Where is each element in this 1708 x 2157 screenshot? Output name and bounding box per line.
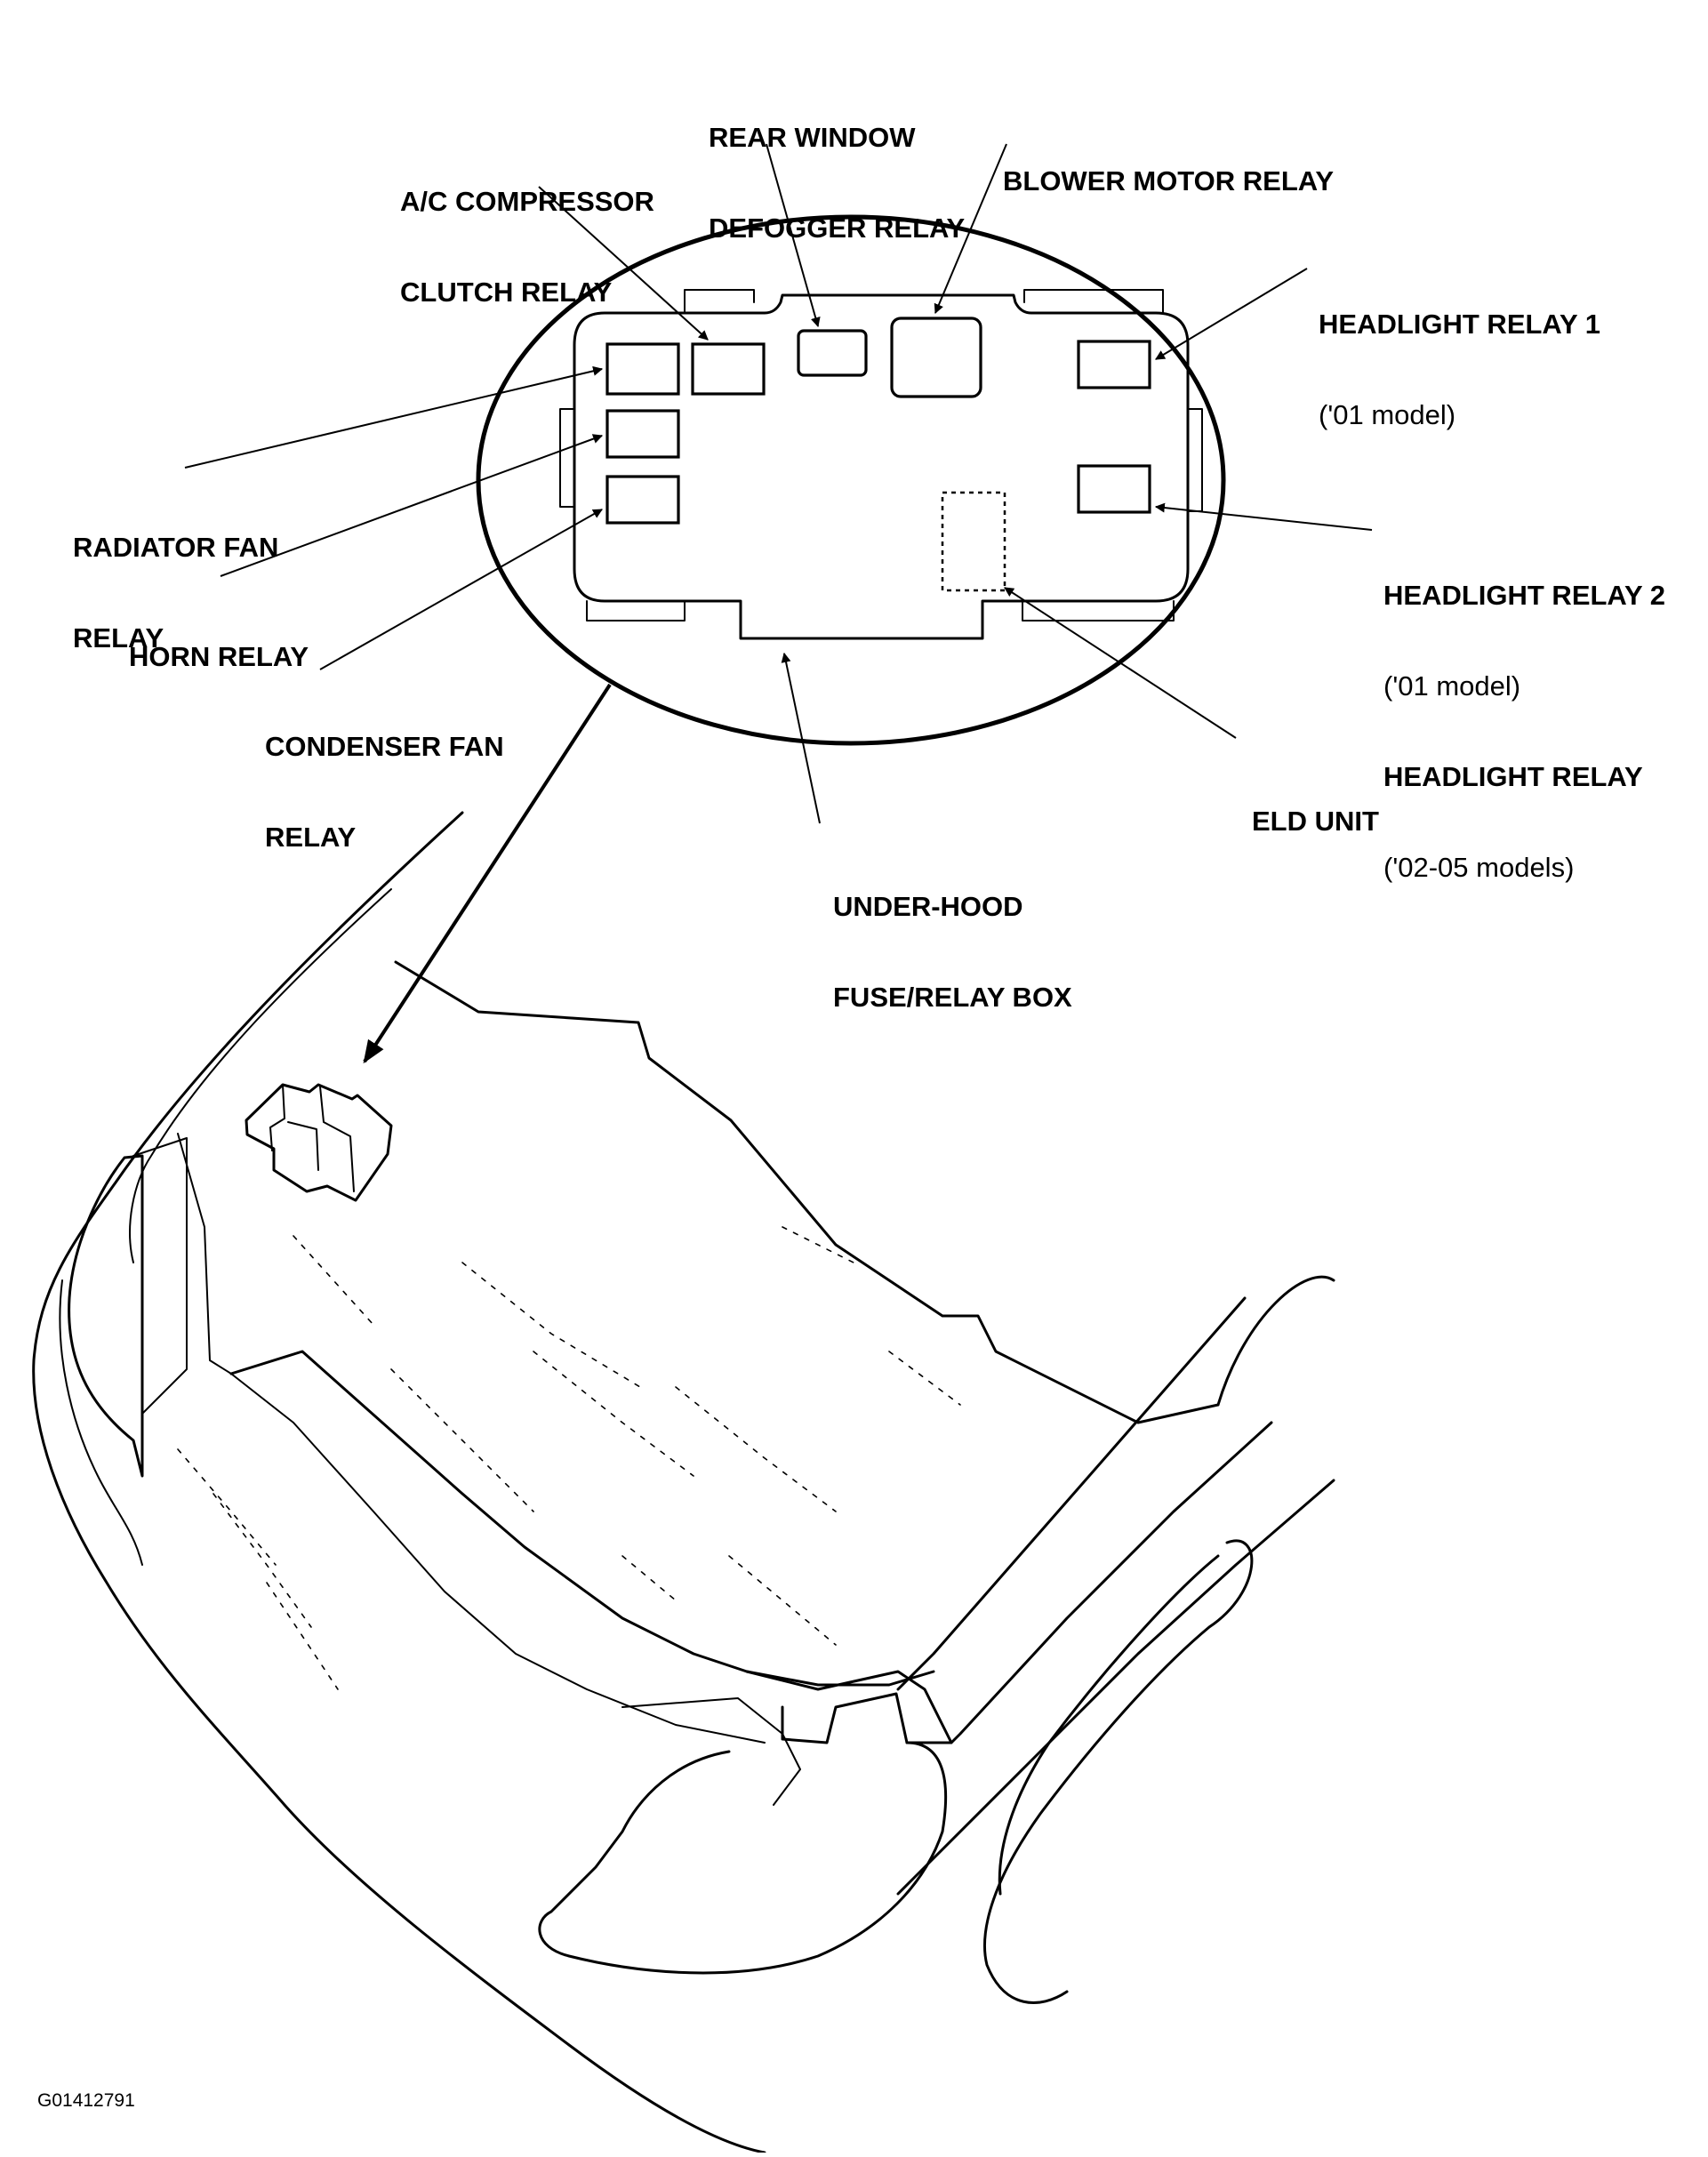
label-line: UNDER-HOOD — [833, 891, 1023, 922]
label-line: HORN RELAY — [129, 641, 309, 672]
label-headlight-relay-2: HEADLIGHT RELAY 2 ('01 model) HEADLIGHT … — [1383, 520, 1665, 913]
leader-lines — [184, 143, 1373, 824]
relay-headlight-2 — [1077, 464, 1151, 514]
label-eld-unit: ELD UNIT — [1252, 746, 1379, 867]
relay-condenser-fan — [605, 475, 680, 525]
label-radiator-fan-relay: RADIATOR FAN RELAY — [73, 472, 278, 684]
label-line: RELAY — [265, 822, 357, 853]
label-line: ('01 model) — [1319, 399, 1456, 430]
label-line: RADIATOR FAN — [73, 532, 279, 563]
label-line: RELAY — [73, 622, 164, 654]
label-line: BLOWER MOTOR RELAY — [1003, 165, 1335, 196]
label-line: ('02-05 models) — [1383, 852, 1575, 883]
label-line: ELD UNIT — [1252, 806, 1379, 837]
relay-blower-motor — [890, 317, 982, 398]
label-blower-motor-relay: BLOWER MOTOR RELAY — [1003, 106, 1334, 227]
label-line: HEADLIGHT RELAY 2 — [1383, 580, 1665, 611]
label-rear-window-defogger-relay: REAR WINDOW DEFOGGER RELAY — [709, 62, 965, 274]
label-line: CONDENSER FAN — [265, 731, 504, 762]
relay-rear-defogger — [797, 329, 868, 377]
figure-code: G01412791 — [37, 2090, 135, 2111]
fuse-box-on-car — [245, 1083, 393, 1202]
detail-ellipse — [476, 214, 1226, 746]
label-line: FUSE/RELAY BOX — [833, 982, 1072, 1013]
label-line: ('01 model) — [1383, 670, 1521, 702]
label-horn-relay: HORN RELAY — [129, 581, 309, 702]
label-ac-compressor-clutch-relay: A/C COMPRESSOR CLUTCH RELAY — [400, 126, 654, 338]
relay-ac-compressor — [691, 342, 766, 396]
label-condenser-fan-relay: CONDENSER FAN RELAY — [265, 671, 504, 883]
relay-radiator-fan — [605, 342, 680, 396]
car-illustration — [32, 811, 1335, 2154]
label-line: CLUTCH RELAY — [400, 277, 613, 308]
label-line: REAR WINDOW — [709, 122, 916, 153]
relay-horn — [605, 409, 680, 459]
label-line: DEFOGGER RELAY — [709, 212, 966, 244]
label-under-hood-fuse-relay-box: UNDER-HOOD FUSE/RELAY BOX — [833, 831, 1072, 1043]
pointer-arrow — [363, 683, 612, 1064]
label-line: HEADLIGHT RELAY 1 — [1319, 309, 1600, 340]
label-line: HEADLIGHT RELAY — [1383, 761, 1643, 792]
eld-unit-outline — [941, 491, 1006, 592]
label-headlight-relay-1: HEADLIGHT RELAY 1 ('01 model) — [1319, 249, 1600, 461]
label-line: A/C COMPRESSOR — [400, 186, 654, 217]
relay-headlight-1 — [1077, 340, 1151, 389]
